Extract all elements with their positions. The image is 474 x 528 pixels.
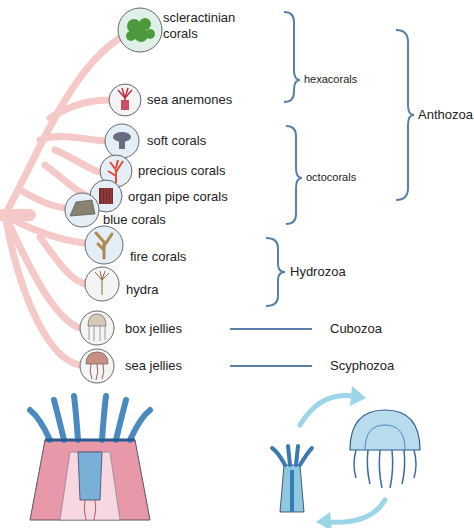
taxon-label: Hydrozoa [290, 264, 346, 280]
taxon-label: octocorals [306, 171, 356, 184]
taxon-label: organ pipe corals [128, 189, 228, 205]
taxon-label: Cubozoa [330, 321, 382, 337]
taxon-label: soft corals [147, 133, 206, 149]
taxon-label: Scyphozoa [330, 358, 394, 374]
taxon-label: hydra [126, 282, 159, 298]
taxon-label: precious corals [138, 163, 225, 179]
life-cycle-illustration [272, 386, 420, 528]
taxon-label: sea jellies [125, 358, 182, 374]
taxon-label: scleractinian corals [163, 10, 255, 41]
group-brackets [230, 12, 414, 366]
taxon-label: Anthozoa [418, 107, 473, 123]
taxon-label: fire corals [130, 249, 186, 265]
taxon-label: hexacorals [304, 73, 357, 86]
tree-branches [2, 38, 120, 365]
taxon-label: box jellies [125, 321, 182, 337]
taxon-label: blue corals [103, 212, 166, 228]
polyp-illustration [30, 396, 150, 520]
taxon-label: sea anemones [147, 92, 232, 108]
